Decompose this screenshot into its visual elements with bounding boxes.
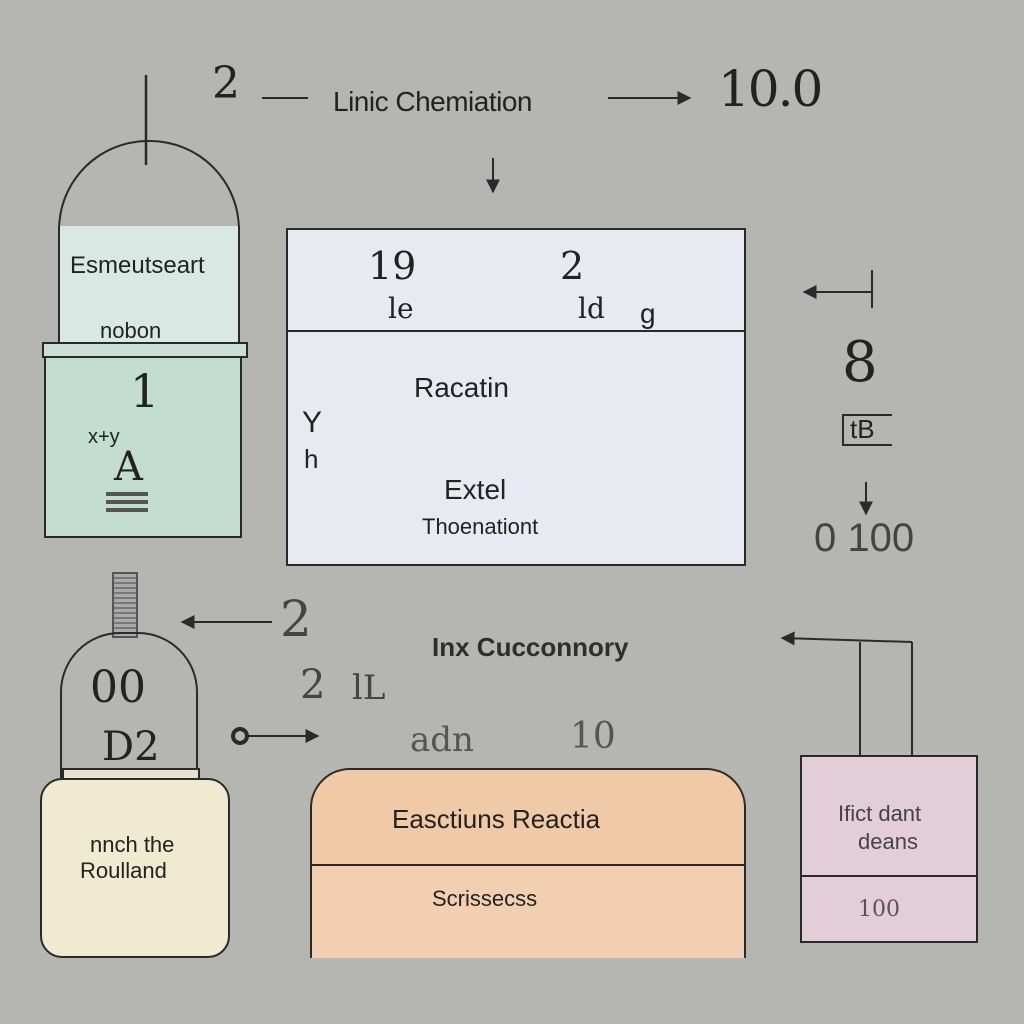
left-flask-sublabel: nobon — [100, 318, 162, 343]
col-a-top: 19 — [368, 244, 417, 288]
bottom-panel: Easctiuns Reactia Scrissecss — [310, 768, 746, 958]
pink-box-arrow — [780, 631, 913, 646]
bottom-flask-neck — [112, 572, 138, 638]
col-b-suffix: g — [640, 298, 656, 329]
right-box: tB — [842, 414, 892, 446]
top-right-value: 10.0 — [718, 60, 823, 118]
pink-box-value: 100 — [858, 897, 900, 922]
bottom-formula-right: 10 — [570, 716, 616, 757]
bottom-center-title: Inx Cucconnory — [432, 632, 629, 662]
page-title: Linic Chemiation — [333, 86, 533, 117]
left-flask-body: 1 x+y A — [44, 356, 242, 538]
col-b-top: 2 — [560, 244, 585, 288]
bottom-panel-caption: Scrissecss — [432, 886, 538, 911]
bottom-flask-dome: 00 D2 — [60, 632, 198, 778]
mid-num-a: 2 — [280, 590, 312, 648]
extel-label: Extel — [444, 474, 507, 505]
mid-num-b: 2 — [300, 662, 326, 708]
left-flask-formula: x+y — [88, 426, 120, 448]
bottom-panel-title: Easctiuns Reactia — [392, 804, 601, 834]
theo-label: Thoenationt — [422, 514, 539, 539]
bottom-flask-label-2: Roulland — [80, 858, 167, 883]
right-digit: 8 — [842, 330, 878, 395]
bottom-flask-body: nnch the Roulland — [40, 778, 230, 958]
left-flask-label: Esmeutseart — [70, 252, 205, 279]
pink-box-line1: Ifict dant — [838, 801, 922, 826]
center-panel: 19 le 2 ld g Y h Racatin Extel Thoenatio… — [286, 228, 746, 566]
right-value: 0 100 — [814, 516, 915, 560]
side-h: h — [304, 444, 319, 474]
bottom-formula-left: adn — [410, 720, 474, 760]
left-flask-label-area: Esmeutseart nobon — [58, 226, 240, 344]
col-b-bottom: ld — [578, 292, 605, 325]
center-panel-divider — [288, 330, 744, 332]
top-left-mark: 2 — [212, 58, 240, 109]
side-y: Y — [302, 406, 323, 439]
pink-box: Ifict dant deans 100 — [800, 755, 978, 943]
right-box-label: tB — [850, 414, 875, 444]
pink-box-line2: deans — [858, 829, 918, 854]
left-flask-symbol: A — [114, 444, 143, 490]
reaction-label: Racatin — [414, 372, 509, 403]
bottom-flask-label-1: nnch the — [90, 832, 175, 857]
bottom-flask-upper: 00 — [90, 662, 146, 713]
col-a-bottom: le — [388, 292, 414, 325]
left-flask-digit: 1 — [130, 364, 160, 418]
mid-num-b-suffix: lL — [352, 668, 386, 708]
bottom-flask-lower: D2 — [102, 724, 160, 770]
